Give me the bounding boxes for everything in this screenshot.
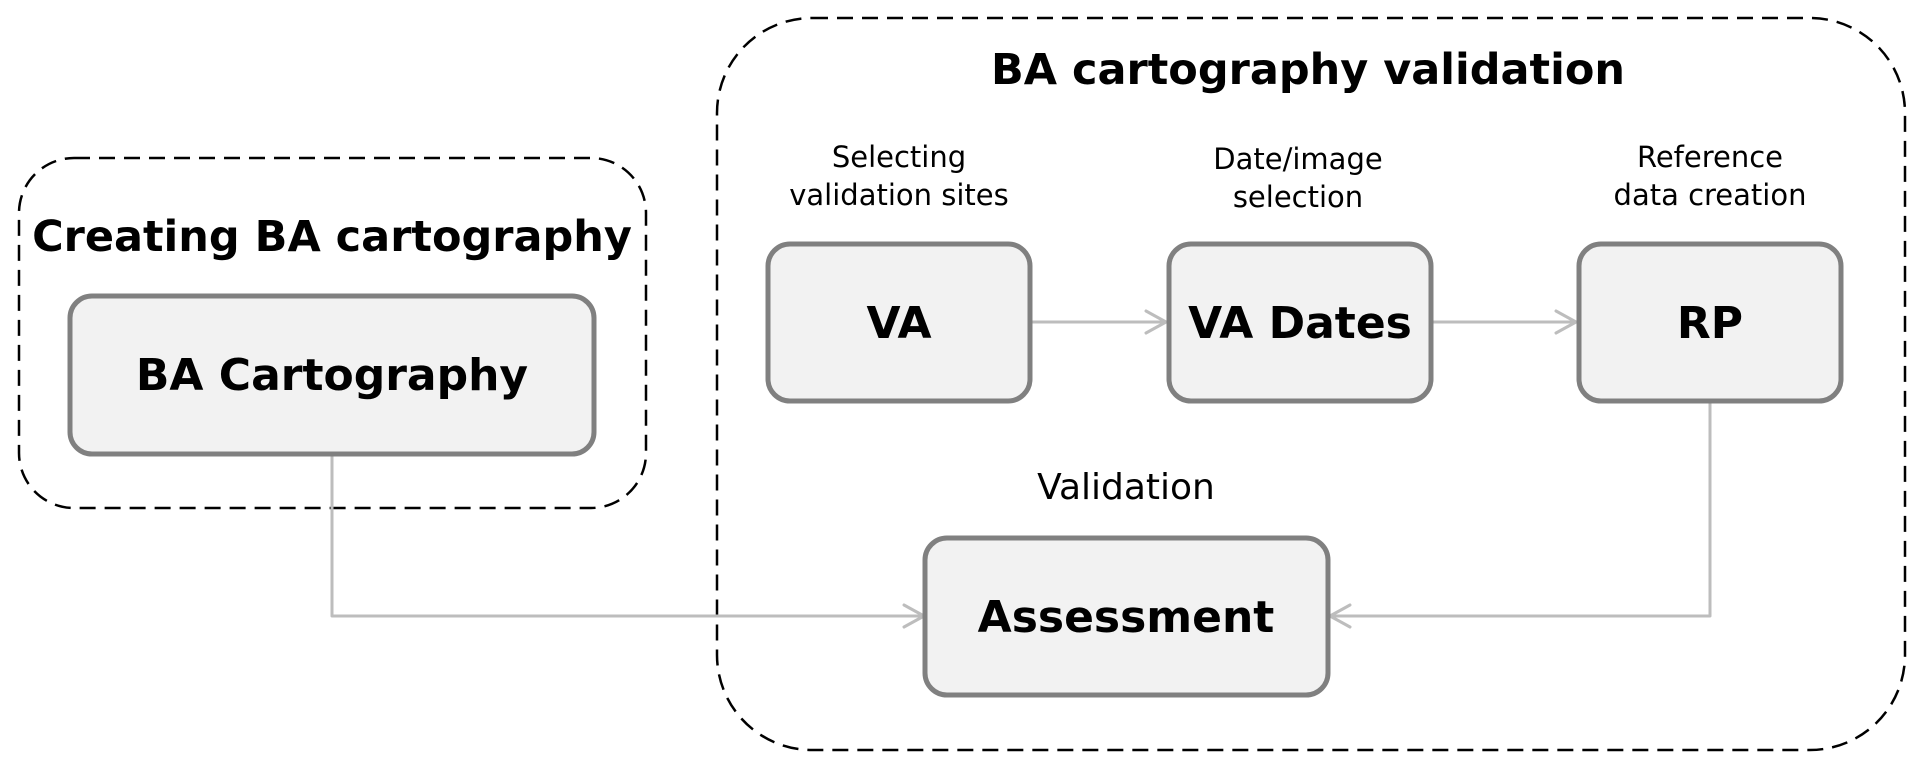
va-dates-caption-line2: selection (1233, 180, 1363, 214)
node-va-dates-label: VA Dates (1188, 298, 1412, 349)
va-dates-caption-line1: Date/image (1213, 142, 1382, 176)
node-rp-label: RP (1677, 298, 1743, 349)
assessment-caption: Validation (1037, 467, 1215, 508)
va-caption-line1: Selecting (832, 140, 966, 174)
node-va-label: VA (866, 298, 931, 349)
node-ba-cartography-label: BA Cartography (136, 350, 528, 401)
node-ba-cartography (67, 293, 597, 457)
group-validation-title: BA cartography validation (991, 45, 1625, 95)
rp-caption-line2: data creation (1614, 178, 1807, 212)
rp-caption-line1: Reference (1637, 140, 1783, 174)
va-caption-line2: validation sites (789, 178, 1008, 212)
edge-rp-to-assessment (1330, 400, 1712, 618)
node-rp (1576, 241, 1844, 404)
group-validation-container (715, 16, 1907, 752)
node-va-dates (1166, 241, 1434, 404)
edge-ba-cartography-to-assessment (330, 452, 924, 618)
node-va (765, 241, 1033, 404)
arrowhead-va-dates-icon (1144, 309, 1168, 335)
node-assessment-label: Assessment (978, 592, 1275, 643)
group-creating-title: Creating BA cartography (32, 212, 632, 262)
arrowhead-rp-icon (1554, 309, 1578, 335)
node-assessment (922, 535, 1331, 698)
